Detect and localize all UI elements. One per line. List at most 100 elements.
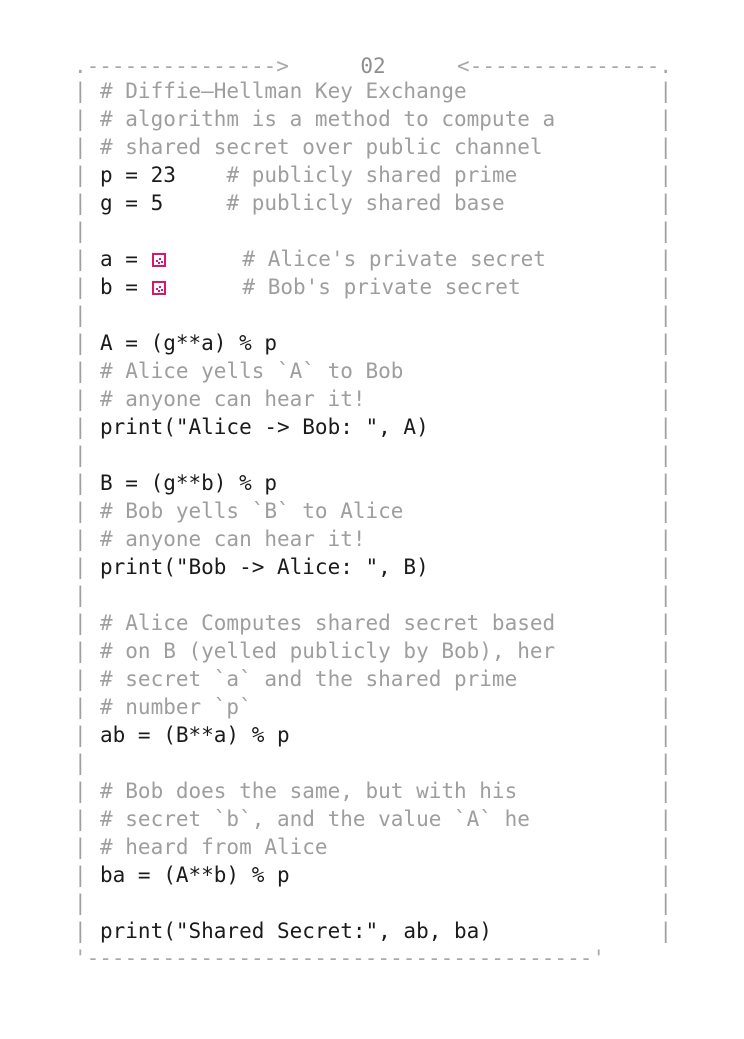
code-card: .---------------> 02 <---------------. |… (74, 55, 672, 969)
code-line: | g = 5 # publicly shared base | (74, 189, 672, 217)
border-right-pipe: | (659, 415, 672, 439)
border-left-pipe: | (74, 303, 87, 327)
border-right-pipe: | (659, 107, 672, 131)
code-line-content: # shared secret over public channel (96, 133, 650, 161)
border-left-pipe: | (74, 667, 87, 691)
border-left-pipe: | (74, 79, 87, 103)
code-line-content: # secret `a` and the shared prime (96, 665, 650, 693)
code-line: |# Bob does the same, but with his| (74, 777, 672, 805)
border-left-pipe: | (74, 695, 87, 719)
code-comment: # Bob does the same, but with his (100, 779, 518, 803)
code-line: | a = # Alice's private secret | (74, 245, 672, 273)
border-left-pipe: | (74, 247, 87, 271)
border-left-pipe: | (74, 835, 87, 859)
border-right-pipe: | (659, 191, 672, 215)
code-line: |# on B (yelled publicly by Bob), her| (74, 637, 672, 665)
code-comment: # on B (yelled publicly by Bob), her (100, 639, 556, 663)
code-line: |# heard from Alice| (74, 833, 672, 861)
code-line-content: print("Bob -> Alice: ", B) (96, 553, 650, 581)
code-line: |print("Shared Secret:", ab, ba)| (74, 917, 672, 945)
code-statement: ab = (B**a) % p (100, 723, 290, 747)
border-left-pipe: | (74, 583, 87, 607)
border-right-pipe: | (659, 443, 672, 467)
code-line: |# Alice yells `A` to Bob| (74, 357, 672, 385)
border-right-pipe: | (659, 247, 672, 271)
code-statement: g = 5 (100, 191, 227, 215)
border-right-pipe: | (659, 723, 672, 747)
code-line-content: # secret `b`, and the value `A` he (96, 805, 650, 833)
border-left-pipe: | (74, 555, 87, 579)
code-comment: # secret `b`, and the value `A` he (100, 807, 530, 831)
code-body: |# Diffie–Hellman Key Exchange||# algori… (74, 77, 672, 945)
border-left-pipe: | (74, 527, 87, 551)
code-line: | | (74, 441, 672, 469)
code-line-content (96, 441, 650, 469)
border-right-pipe: | (659, 499, 672, 523)
code-line: | | (74, 217, 672, 245)
code-line: | # anyone can hear it! | (74, 525, 672, 553)
border-right-pipe: | (659, 919, 672, 943)
code-line: | # algorithm is a method to compute a | (74, 105, 672, 133)
code-comment: # Alice yells `A` to Bob (100, 359, 404, 383)
code-statement: print("Shared Secret:", ab, ba) (100, 919, 492, 943)
code-line: | | (74, 301, 672, 329)
border-left-pipe: | (74, 863, 87, 887)
code-line: | | (74, 749, 672, 777)
border-left-pipe: | (74, 387, 87, 411)
border-left-pipe: | (74, 107, 87, 131)
border-right-pipe: | (659, 219, 672, 243)
code-line-content: # Alice Computes shared secret based (96, 609, 650, 637)
border-left-pipe: | (74, 415, 87, 439)
border-right-pipe: | (659, 863, 672, 887)
code-line-content: # on B (yelled publicly by Bob), her (96, 637, 650, 665)
code-line: | | (74, 581, 672, 609)
code-line-content: # anyone can hear it! (96, 385, 650, 413)
code-line: | # anyone can hear it! | (74, 385, 672, 413)
border-right-pipe: | (659, 891, 672, 915)
code-line-content (96, 301, 650, 329)
border-right-pipe: | (659, 779, 672, 803)
border-right-pipe: | (659, 583, 672, 607)
code-line-content: # anyone can hear it! (96, 525, 650, 553)
code-comment: # publicly shared base (226, 191, 505, 215)
code-line: |# shared secret over public channel| (74, 133, 672, 161)
code-statement: b = (100, 275, 151, 299)
code-comment: # anyone can hear it! (100, 527, 366, 551)
border-left-pipe: | (74, 443, 87, 467)
border-right-pipe: | (659, 639, 672, 663)
code-line-content (96, 889, 650, 917)
border-right-pipe: | (659, 611, 672, 635)
top-rail-right-dashes: <---------------. (457, 54, 672, 78)
code-statement: B = (g**b) % p (100, 471, 278, 495)
code-line-content: # number `p` (96, 693, 650, 721)
code-line: | ba = (A**b) % p | (74, 861, 672, 889)
code-line-content: print("Shared Secret:", ab, ba) (96, 917, 650, 945)
border-right-pipe: | (659, 751, 672, 775)
border-right-pipe: | (659, 331, 672, 355)
code-comment: # Alice's private secret (166, 247, 546, 271)
missing-glyph-icon (151, 281, 166, 295)
code-line: | A = (g**a) % p | (74, 329, 672, 357)
border-right-pipe: | (659, 387, 672, 411)
border-right-pipe: | (659, 527, 672, 551)
code-statement: ba = (A**b) % p (100, 863, 290, 887)
border-right-pipe: | (659, 807, 672, 831)
border-left-pipe: | (74, 471, 87, 495)
code-statement: print("Bob -> Alice: ", B) (100, 555, 429, 579)
code-line: |# Diffie–Hellman Key Exchange| (74, 77, 672, 105)
card-bottom-border: '---------------------------------------… (74, 946, 606, 970)
border-right-pipe: | (659, 163, 672, 187)
border-left-pipe: | (74, 191, 87, 215)
border-left-pipe: | (74, 163, 87, 187)
border-left-pipe: | (74, 275, 87, 299)
code-line-content: a = # Alice's private secret (96, 245, 650, 273)
border-left-pipe: | (74, 499, 87, 523)
code-statement: A = (g**a) % p (100, 331, 278, 355)
border-right-pipe: | (659, 275, 672, 299)
code-comment: # algorithm is a method to compute a (100, 107, 556, 131)
code-statement: print("Alice -> Bob: ", A) (100, 415, 429, 439)
code-line-content: b = # Bob's private secret (96, 273, 650, 301)
code-line: |ab = (B**a) % p| (74, 721, 672, 749)
code-statement: p = 23 (100, 163, 227, 187)
border-left-pipe: | (74, 331, 87, 355)
